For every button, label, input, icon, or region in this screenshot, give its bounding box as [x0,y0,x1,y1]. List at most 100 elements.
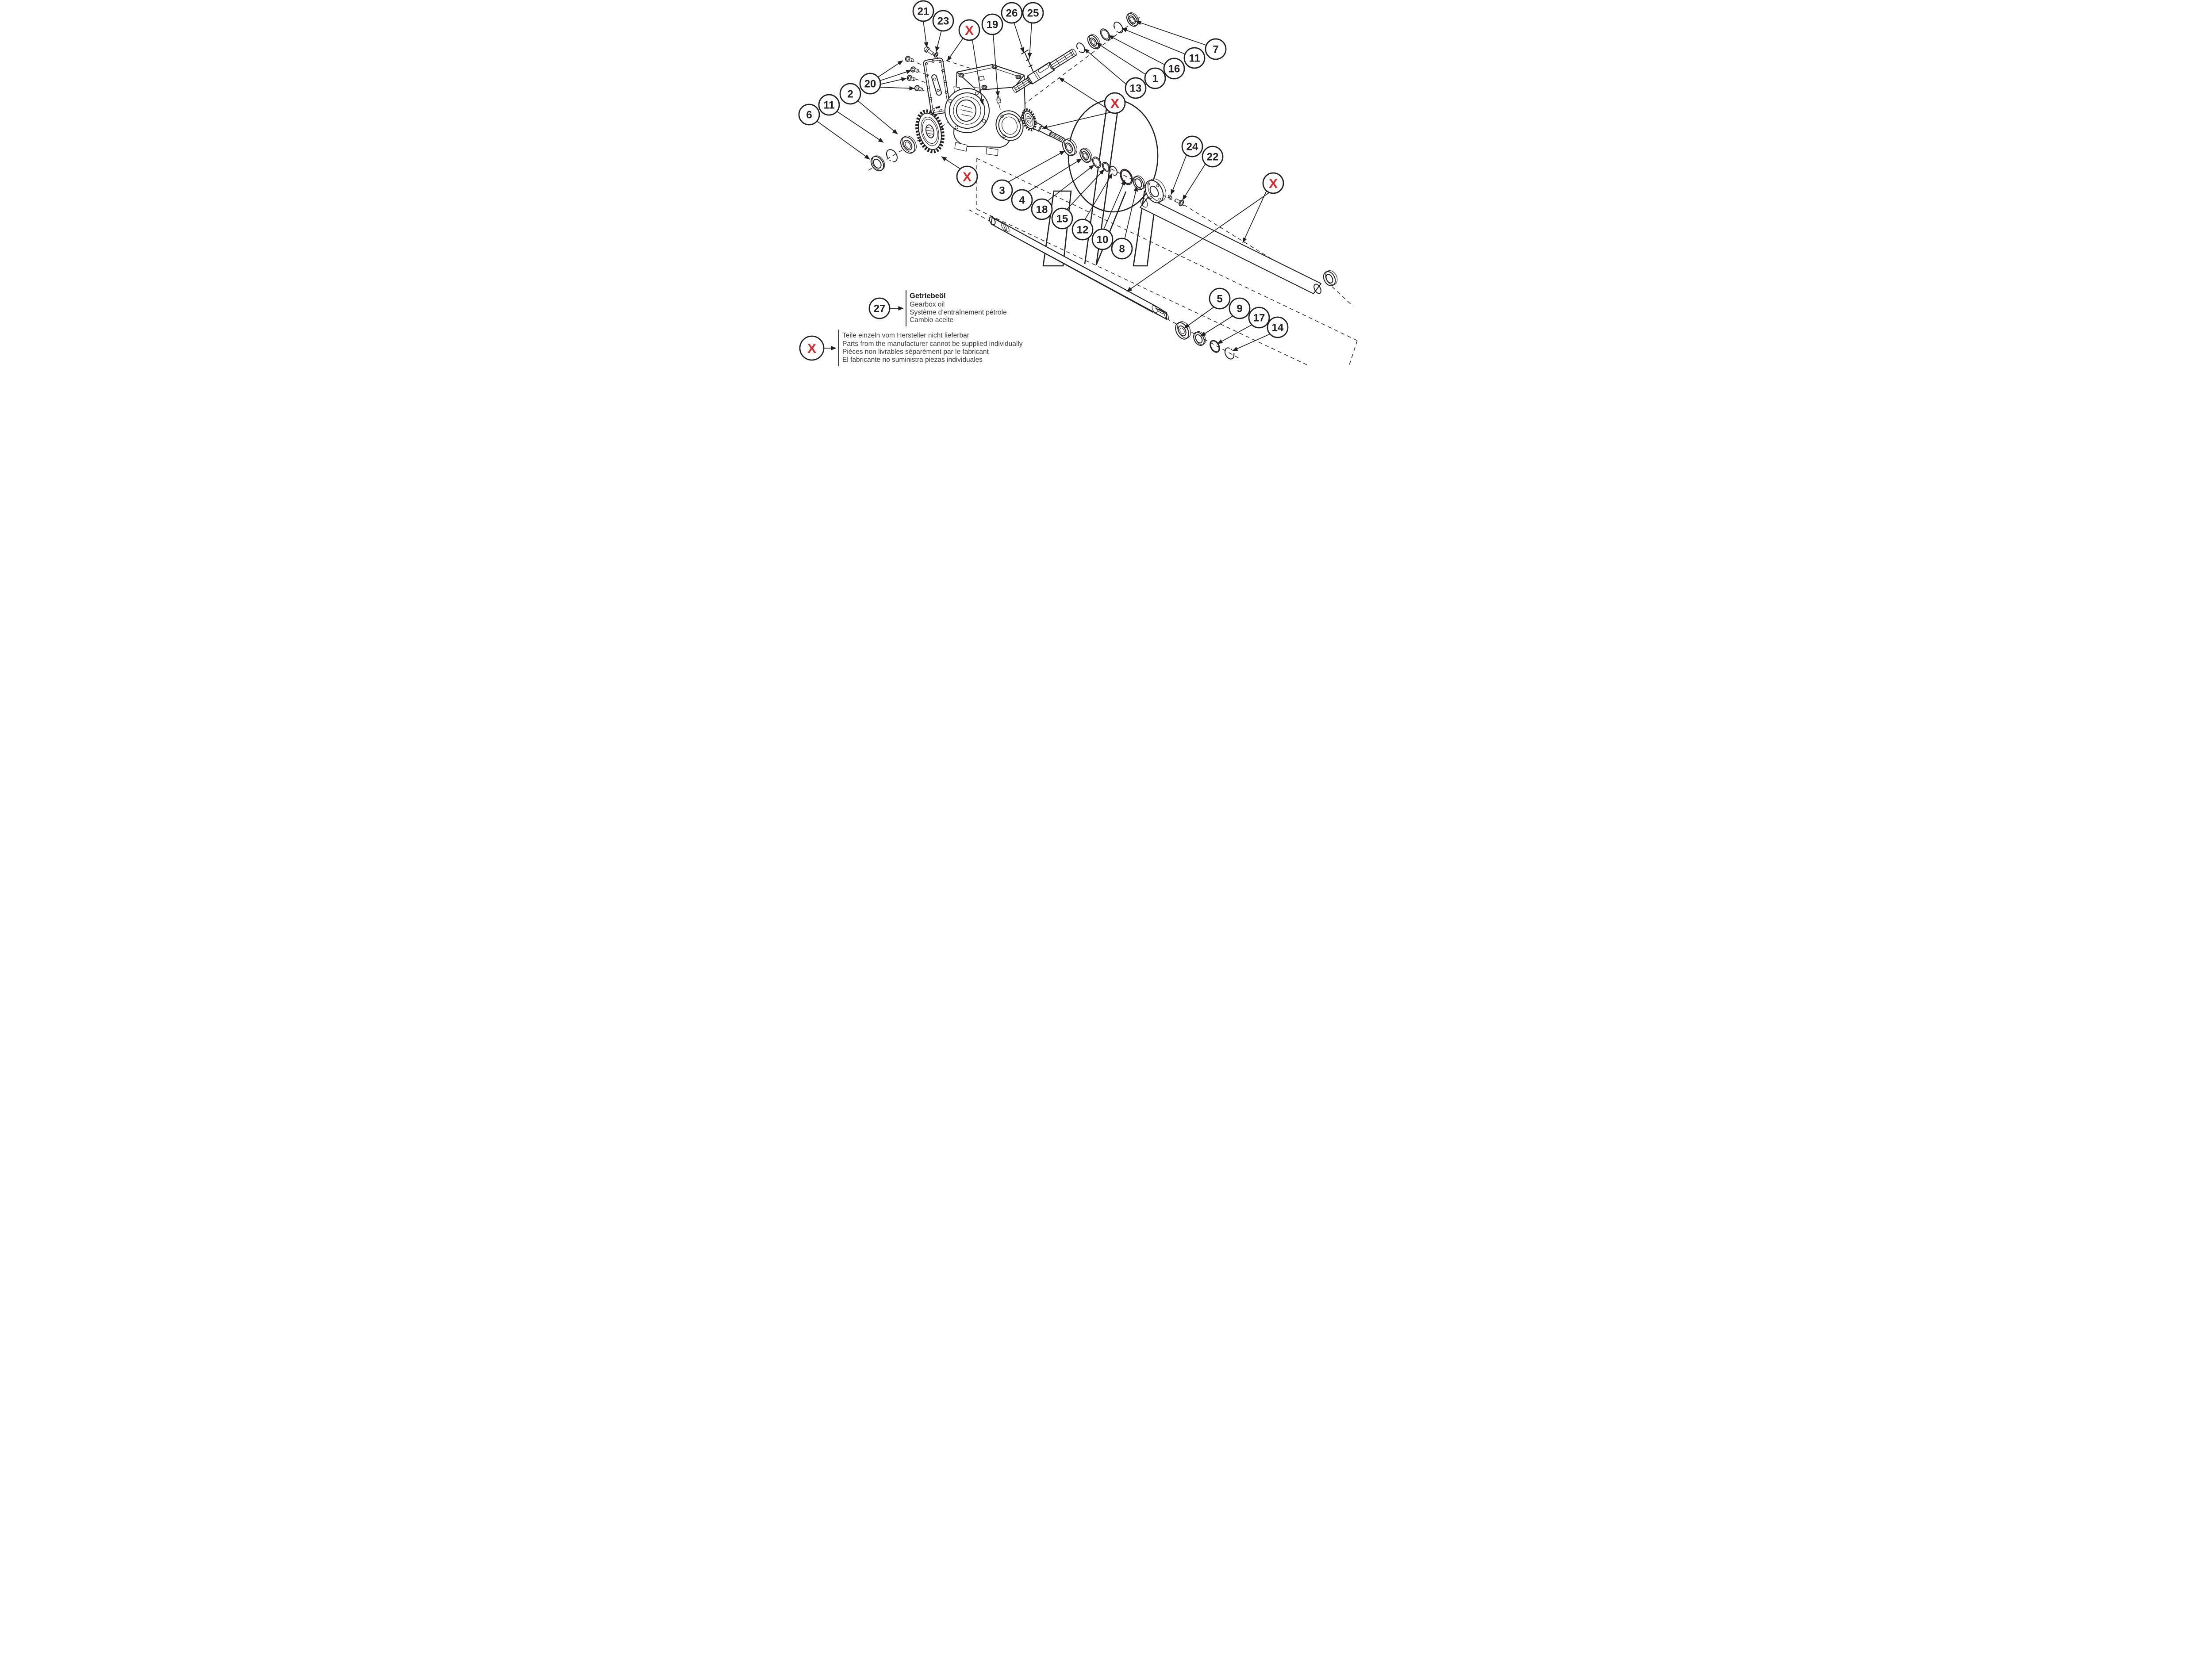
pin-clip-25a [1026,58,1030,61]
leader-arrow-11-7 [1121,28,1185,54]
callout-label: 20 [864,78,876,90]
seal-ring-8 [1133,175,1145,190]
lower-shaft [989,216,1169,320]
housing-output-flange [995,110,1024,141]
callout-label: 6 [806,109,812,121]
bearing-2 [900,135,917,154]
callout-circle [1031,198,1053,220]
snap-ring-14 [1224,347,1235,360]
ring-16 [1100,28,1110,41]
leader-arrow-2-12 [856,100,898,134]
callout-label: 2 [847,88,853,100]
callout-label: X [963,170,972,184]
leader-arrow-22-25 [1182,163,1206,200]
callout-circle [1144,67,1166,89]
callout-label: 7 [1213,44,1218,56]
callout-circle [859,73,881,95]
callout-15-20: 15 [1051,207,1073,230]
washer-24 [1168,195,1172,200]
ring-15 [1102,161,1110,172]
leader-arrow-20-11 [876,60,903,78]
callout-21-0: 21 [912,0,934,22]
callout-4-18: 4 [1011,189,1033,211]
leader-arrow-20-11 [879,77,907,85]
callout-x-marker-15: X [956,165,978,188]
legend-oil-line-en: Gearbox oil [910,301,945,308]
leader-arrow-x-15 [941,156,961,169]
callout-circle [1104,92,1126,114]
leader-arrow-20-11 [879,69,912,81]
callout-label: 26 [1006,8,1018,19]
callout-2-12: 2 [839,83,861,105]
callout-label: 10 [1097,234,1109,246]
bearing-1 [1087,34,1101,49]
leader-arrow-9-28 [1200,315,1233,337]
callout-circle [1202,146,1224,168]
callout-circle [1248,307,1270,329]
callout-label: X [1110,96,1119,111]
gearbox-housing [945,64,1025,156]
callout-label: 18 [1036,204,1048,216]
callout-label: X [807,341,816,356]
callout-x-marker-2: X [958,19,980,41]
grease-fitting-19 [996,96,1002,110]
leader-arrow-x-26 [1126,192,1269,292]
callout-circle [1209,288,1231,310]
leader-arrow-3-17 [1007,150,1065,183]
ring-18 [1092,156,1102,169]
bearing-4 [1079,148,1092,163]
callout-label: 4 [1019,195,1025,207]
callout-circle [1163,58,1185,80]
callout-circle [868,297,891,319]
callout-label: 17 [1253,312,1265,324]
pinion-gear [1021,108,1037,131]
leader-arrow-19-3 [993,34,1000,97]
callout-x-marker-26: X [1262,172,1284,194]
bearing-3 [1062,138,1078,157]
legend-x-line-de: Teile einzeln vom Hersteller nicht liefe… [842,332,969,339]
callout-7-6: 7 [1205,38,1227,60]
callout-label: 23 [937,15,949,27]
callout-label: 8 [1119,243,1125,255]
bolt-21 [924,46,934,55]
cover-bolts [905,56,923,92]
callout-label: 25 [1027,8,1039,19]
callout-circle [991,179,1013,201]
callout-circle [1091,228,1114,250]
gasket-plate [923,58,951,115]
callout-circle [799,335,825,361]
leader-arrow-26-4 [1014,22,1025,53]
legend-oil-line-fr: Système d’entraînement pétrole [910,309,1007,316]
callout-12-21: 12 [1071,219,1094,241]
ring-17 [1210,340,1220,353]
callout-1-9: 1 [1144,67,1166,89]
callout-x-marker-32: X [799,335,825,361]
bearing-5 [1175,321,1191,340]
leader-arrow-17-29 [1217,324,1252,344]
callout-label: 12 [1077,224,1089,236]
callout-6-14: 6 [798,104,820,126]
leader-arrow-23-1 [935,30,942,52]
callout-circle [1051,207,1073,230]
callout-8-23: 8 [1111,238,1133,260]
callout-circle [1183,47,1206,69]
leader-arrow-6-14 [815,120,870,160]
snap-ring-11-left [886,149,898,162]
callout-circle [1022,2,1044,24]
callout-label: X [965,23,974,38]
seal-ring-7 [1126,12,1139,27]
callout-label: X [1269,176,1278,191]
callout-label: 1 [1152,73,1158,85]
callout-label: 15 [1056,213,1068,225]
leader-arrow-1-9 [1096,42,1146,75]
callout-18-19: 18 [1031,198,1053,220]
callout-label: 3 [999,185,1005,197]
callout-16-8: 16 [1163,58,1185,80]
callout-label: 27 [874,303,886,315]
exploded-view-gearbox-diagram: Getriebeöl Gearbox oil Système d’entraîn… [798,0,1358,366]
input-shaft [1012,48,1077,93]
callout-circle [932,10,954,32]
circlip-11-right [1113,21,1123,34]
housing-fill-port [979,76,985,81]
